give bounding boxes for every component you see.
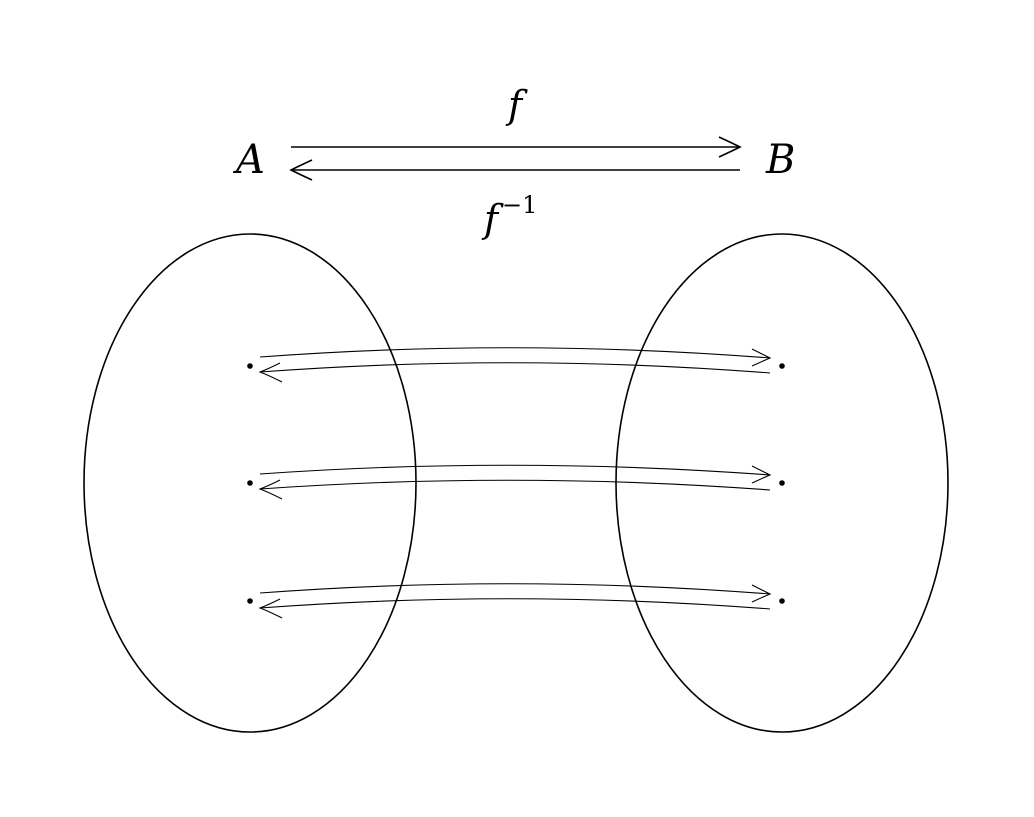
inverse-map-label: f −1 [481, 191, 537, 241]
set-b-element [779, 480, 785, 486]
set-b-element [779, 598, 785, 604]
set-b-element [779, 363, 785, 369]
forward-map-label: f [505, 83, 528, 127]
element-pair-arrows [258, 583, 772, 619]
set-b-ellipse [615, 233, 949, 733]
set-a-element [247, 598, 253, 604]
element-pair-arrows [258, 464, 772, 500]
set-a-label: A [232, 137, 265, 183]
inverse-map-base: f [481, 197, 504, 241]
inverse-arrow [289, 159, 740, 181]
set-a-ellipse [83, 233, 417, 733]
set-b-label: B [765, 137, 795, 183]
set-a-element [247, 480, 253, 486]
forward-arrow [291, 136, 742, 158]
set-a-element [247, 363, 253, 369]
element-pair-arrows [258, 347, 772, 383]
inverse-map-exponent: −1 [502, 191, 537, 219]
